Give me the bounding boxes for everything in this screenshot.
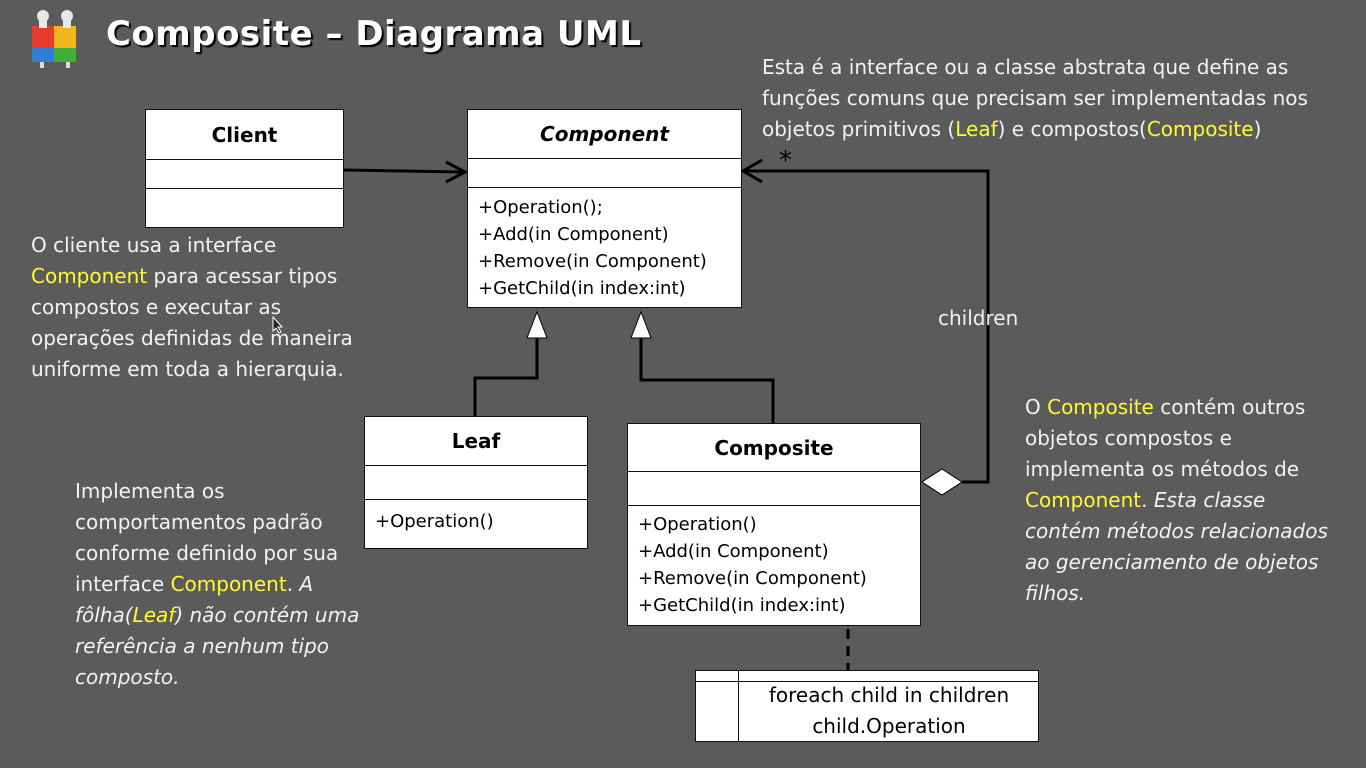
leaf-note-line-3: conforme definido por sua [75, 541, 339, 565]
composite-note-line-4: Component. Esta classe [1025, 485, 1328, 516]
slide-title: Composite – Diagrama UML [106, 14, 642, 54]
component-operations: +Operation(); +Add(in Component) +Remove… [468, 188, 741, 308]
composite-class-name: Composite [628, 424, 920, 472]
leaf-note-line-4: interface Component. A [75, 569, 359, 600]
interface-note-text-5: ) [1253, 117, 1262, 141]
mouse-cursor-icon [272, 316, 284, 334]
composite-op-remove: +Remove(in Component) [638, 568, 867, 589]
interface-description-note: Esta é a interface ou a classe abstrata … [762, 52, 1308, 145]
composite-note-text-5: . [1141, 488, 1154, 512]
leaf-description-note: Implementa os comportamentos padrão conf… [75, 476, 359, 693]
client-description-note: O cliente usa a interface Component para… [31, 230, 353, 385]
composite-note-highlight-composite: Composite [1047, 395, 1154, 419]
composite-note-line-1: O Composite contém outros [1025, 392, 1328, 423]
composite-note-italic-1: Esta classe [1153, 488, 1266, 512]
leaf-op-operation: +Operation() [375, 511, 494, 532]
interface-note-text-4: ) e compostos( [997, 117, 1147, 141]
composite-op-getchild: +GetChild(in index:int) [638, 595, 846, 616]
leaf-note-line-1: Implementa os [75, 479, 225, 503]
client-note-line-3: compostos e executar as [31, 295, 282, 319]
composite-attributes [628, 472, 920, 506]
multiplicity-label: * [779, 146, 792, 176]
client-note-line-1: O cliente usa a interface [31, 233, 277, 257]
component-class: Component +Operation(); +Add(in Componen… [467, 109, 742, 308]
code-note-top-bar [696, 671, 1038, 682]
leaf-note-text-5: . [286, 572, 300, 596]
code-note-divider [738, 671, 739, 741]
composite-op-add: +Add(in Component) [638, 541, 829, 562]
composite-note-highlight-component: Component [1025, 488, 1142, 512]
component-attributes [468, 159, 741, 188]
leaf-note-highlight-leaf: Leaf [132, 603, 176, 627]
composite-note-line-5: contém métodos relacionados [1025, 519, 1328, 543]
interface-note-line-1: Esta é a interface ou a classe abstrata … [762, 55, 1289, 79]
children-label: children [938, 306, 1019, 330]
composite-operations: +Operation() +Add(in Component) +Remove(… [628, 506, 920, 625]
leaf-class-name: Leaf [365, 417, 587, 466]
composite-op-operation: +Operation() [638, 514, 757, 535]
leaf-operations: +Operation() [365, 500, 587, 541]
component-op-operation: +Operation(); [478, 197, 603, 218]
leaf-note-line-6: referência a nenhum tipo [75, 634, 330, 658]
code-note-line-2: child.Operation [812, 714, 966, 738]
leaf-attributes [365, 466, 587, 500]
composite-note-line-7: filhos. [1025, 581, 1086, 605]
composite-note-line-3: implementa os métodos de [1025, 457, 1300, 481]
composite-class: Composite +Operation() +Add(in Component… [627, 423, 921, 626]
client-note-text-2: para acessar tipos [147, 264, 338, 288]
leaf-note-line-7: composto. [75, 665, 180, 689]
client-class-name: Client [146, 110, 343, 160]
interface-note-highlight-leaf: Leaf [955, 117, 998, 141]
code-note: foreach child in children child.Operatio… [695, 670, 1039, 742]
leaf-note-text-4: interface [75, 572, 171, 596]
client-class: Client [145, 109, 344, 228]
interface-note-line-3: objetos primitivos (Leaf) e compostos(Co… [762, 114, 1308, 145]
component-op-getchild: +GetChild(in index:int) [478, 278, 686, 299]
composite-description-note: O Composite contém outros objetos compos… [1025, 392, 1328, 609]
client-note-line-2: Component para acessar tipos [31, 261, 353, 292]
component-op-add: +Add(in Component) [478, 224, 669, 245]
client-note-highlight-component: Component [31, 264, 148, 288]
composite-note-text-2: contém outros [1153, 395, 1306, 419]
client-attributes [146, 160, 343, 189]
interface-note-text-3: objetos primitivos ( [762, 117, 956, 141]
code-note-text: foreach child in children child.Operatio… [740, 680, 1038, 742]
composite-note-text-1: O [1025, 395, 1048, 419]
interface-note-highlight-composite: Composite [1146, 117, 1254, 141]
client-note-line-4: operações definidas de maneira [31, 326, 353, 350]
component-class-name: Component [468, 110, 741, 159]
leaf-note-italic-3: ) não contém uma [175, 603, 360, 627]
leaf-note-line-5: fôlha(Leaf) não contém uma [75, 600, 359, 631]
interface-note-line-2: funções comuns que precisam ser implemen… [762, 86, 1308, 110]
composite-note-line-6: ao gerenciamento de objetos [1025, 550, 1319, 574]
client-note-line-5: uniforme em toda a hierarquia. [31, 357, 344, 381]
component-op-remove: +Remove(in Component) [478, 251, 707, 272]
leaf-note-line-2: comportamentos padrão [75, 510, 323, 534]
puzzle-people-icon [32, 10, 76, 68]
code-note-line-1: foreach child in children [768, 683, 1010, 707]
leaf-note-highlight-component: Component [170, 572, 287, 596]
leaf-note-italic-2: fôlha( [75, 603, 133, 627]
leaf-class: Leaf +Operation() [364, 416, 588, 549]
composite-note-line-2: objetos compostos e [1025, 426, 1232, 450]
leaf-note-italic-1: A [299, 572, 314, 596]
